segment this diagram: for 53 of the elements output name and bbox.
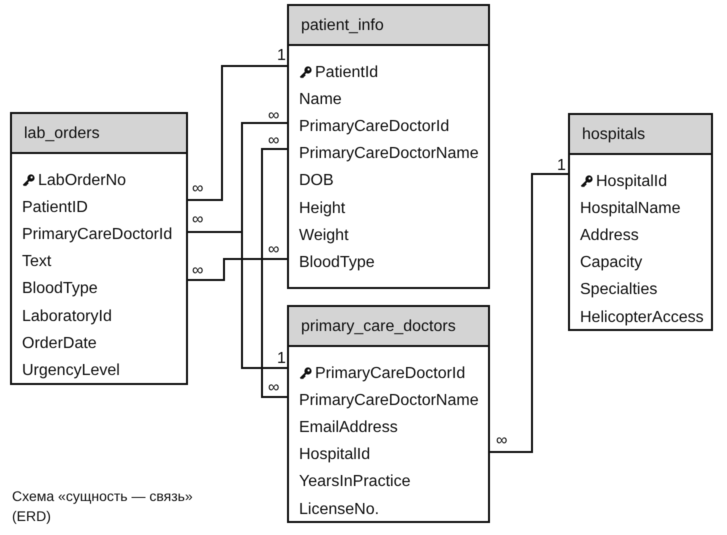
field-name: DOB [299,172,334,190]
cardinality-label: 1 [277,351,286,367]
field-name: OrderDate [22,334,97,353]
field-name: PatientId [315,64,378,82]
field-name: PrimaryCareDoctorName [299,392,479,410]
field-name: HospitalId [299,446,370,464]
field-name: Capacity [580,254,642,272]
table-header: primary_care_doctors [289,307,488,347]
field-name: PrimaryCareDoctorName [299,145,479,164]
table-card [10,112,188,385]
relationship-line [188,65,287,201]
field-name: Height [299,200,346,218]
field-name: PrimaryCareDoctorId [299,118,450,136]
table-header: hospitals [570,115,711,155]
field-name: HospitalId [596,172,668,191]
cardinality-label: ∞ [192,212,204,228]
cardinality-label: ∞ [268,380,280,396]
field-name: Specialties [580,281,658,300]
field-name: PatientID [22,198,88,217]
cardinality-label: 1 [557,158,566,174]
field-name: LicenseNo. [299,500,380,519]
cardinality-label: ∞ [496,433,508,449]
table-card [287,4,490,289]
relationship-line [241,122,287,369]
field-name: YearsInPractice [299,473,410,492]
field-name: LabOrderNo [38,172,126,190]
field-name: Text [22,253,52,272]
table-card [287,305,490,523]
table-header: patient_info [289,6,488,46]
cardinality-label: 1 [277,48,286,64]
cardinality-label: ∞ [268,108,280,124]
table-header: lab_orders [12,114,186,154]
field-name: Name [299,90,342,109]
field-name: HospitalName [580,200,680,218]
field-name: LaboratoryId [22,308,112,326]
cardinality-label: ∞ [192,181,204,197]
relationship-line [490,173,568,453]
field-name: PrimaryCareDoctorId [315,364,466,383]
table-card [568,113,713,331]
cardinality-label: ∞ [268,133,280,149]
field-name: PrimaryCareDoctorId [22,226,172,244]
field-name: Weight [299,226,349,245]
relationship-line [261,148,287,398]
field-name: UrgencyLevel [22,362,120,380]
cardinality-label: ∞ [268,242,280,258]
field-name: BloodType [22,280,98,298]
field-name: HelicopterAccess [580,308,704,327]
field-name: BloodType [299,254,375,272]
field-name: EmailAddress [299,418,398,437]
relationship-line [188,258,287,281]
field-name: Address [580,226,639,245]
caption: Схема «сущность — связь» (ERD) [12,487,194,526]
cardinality-label: ∞ [192,263,204,279]
